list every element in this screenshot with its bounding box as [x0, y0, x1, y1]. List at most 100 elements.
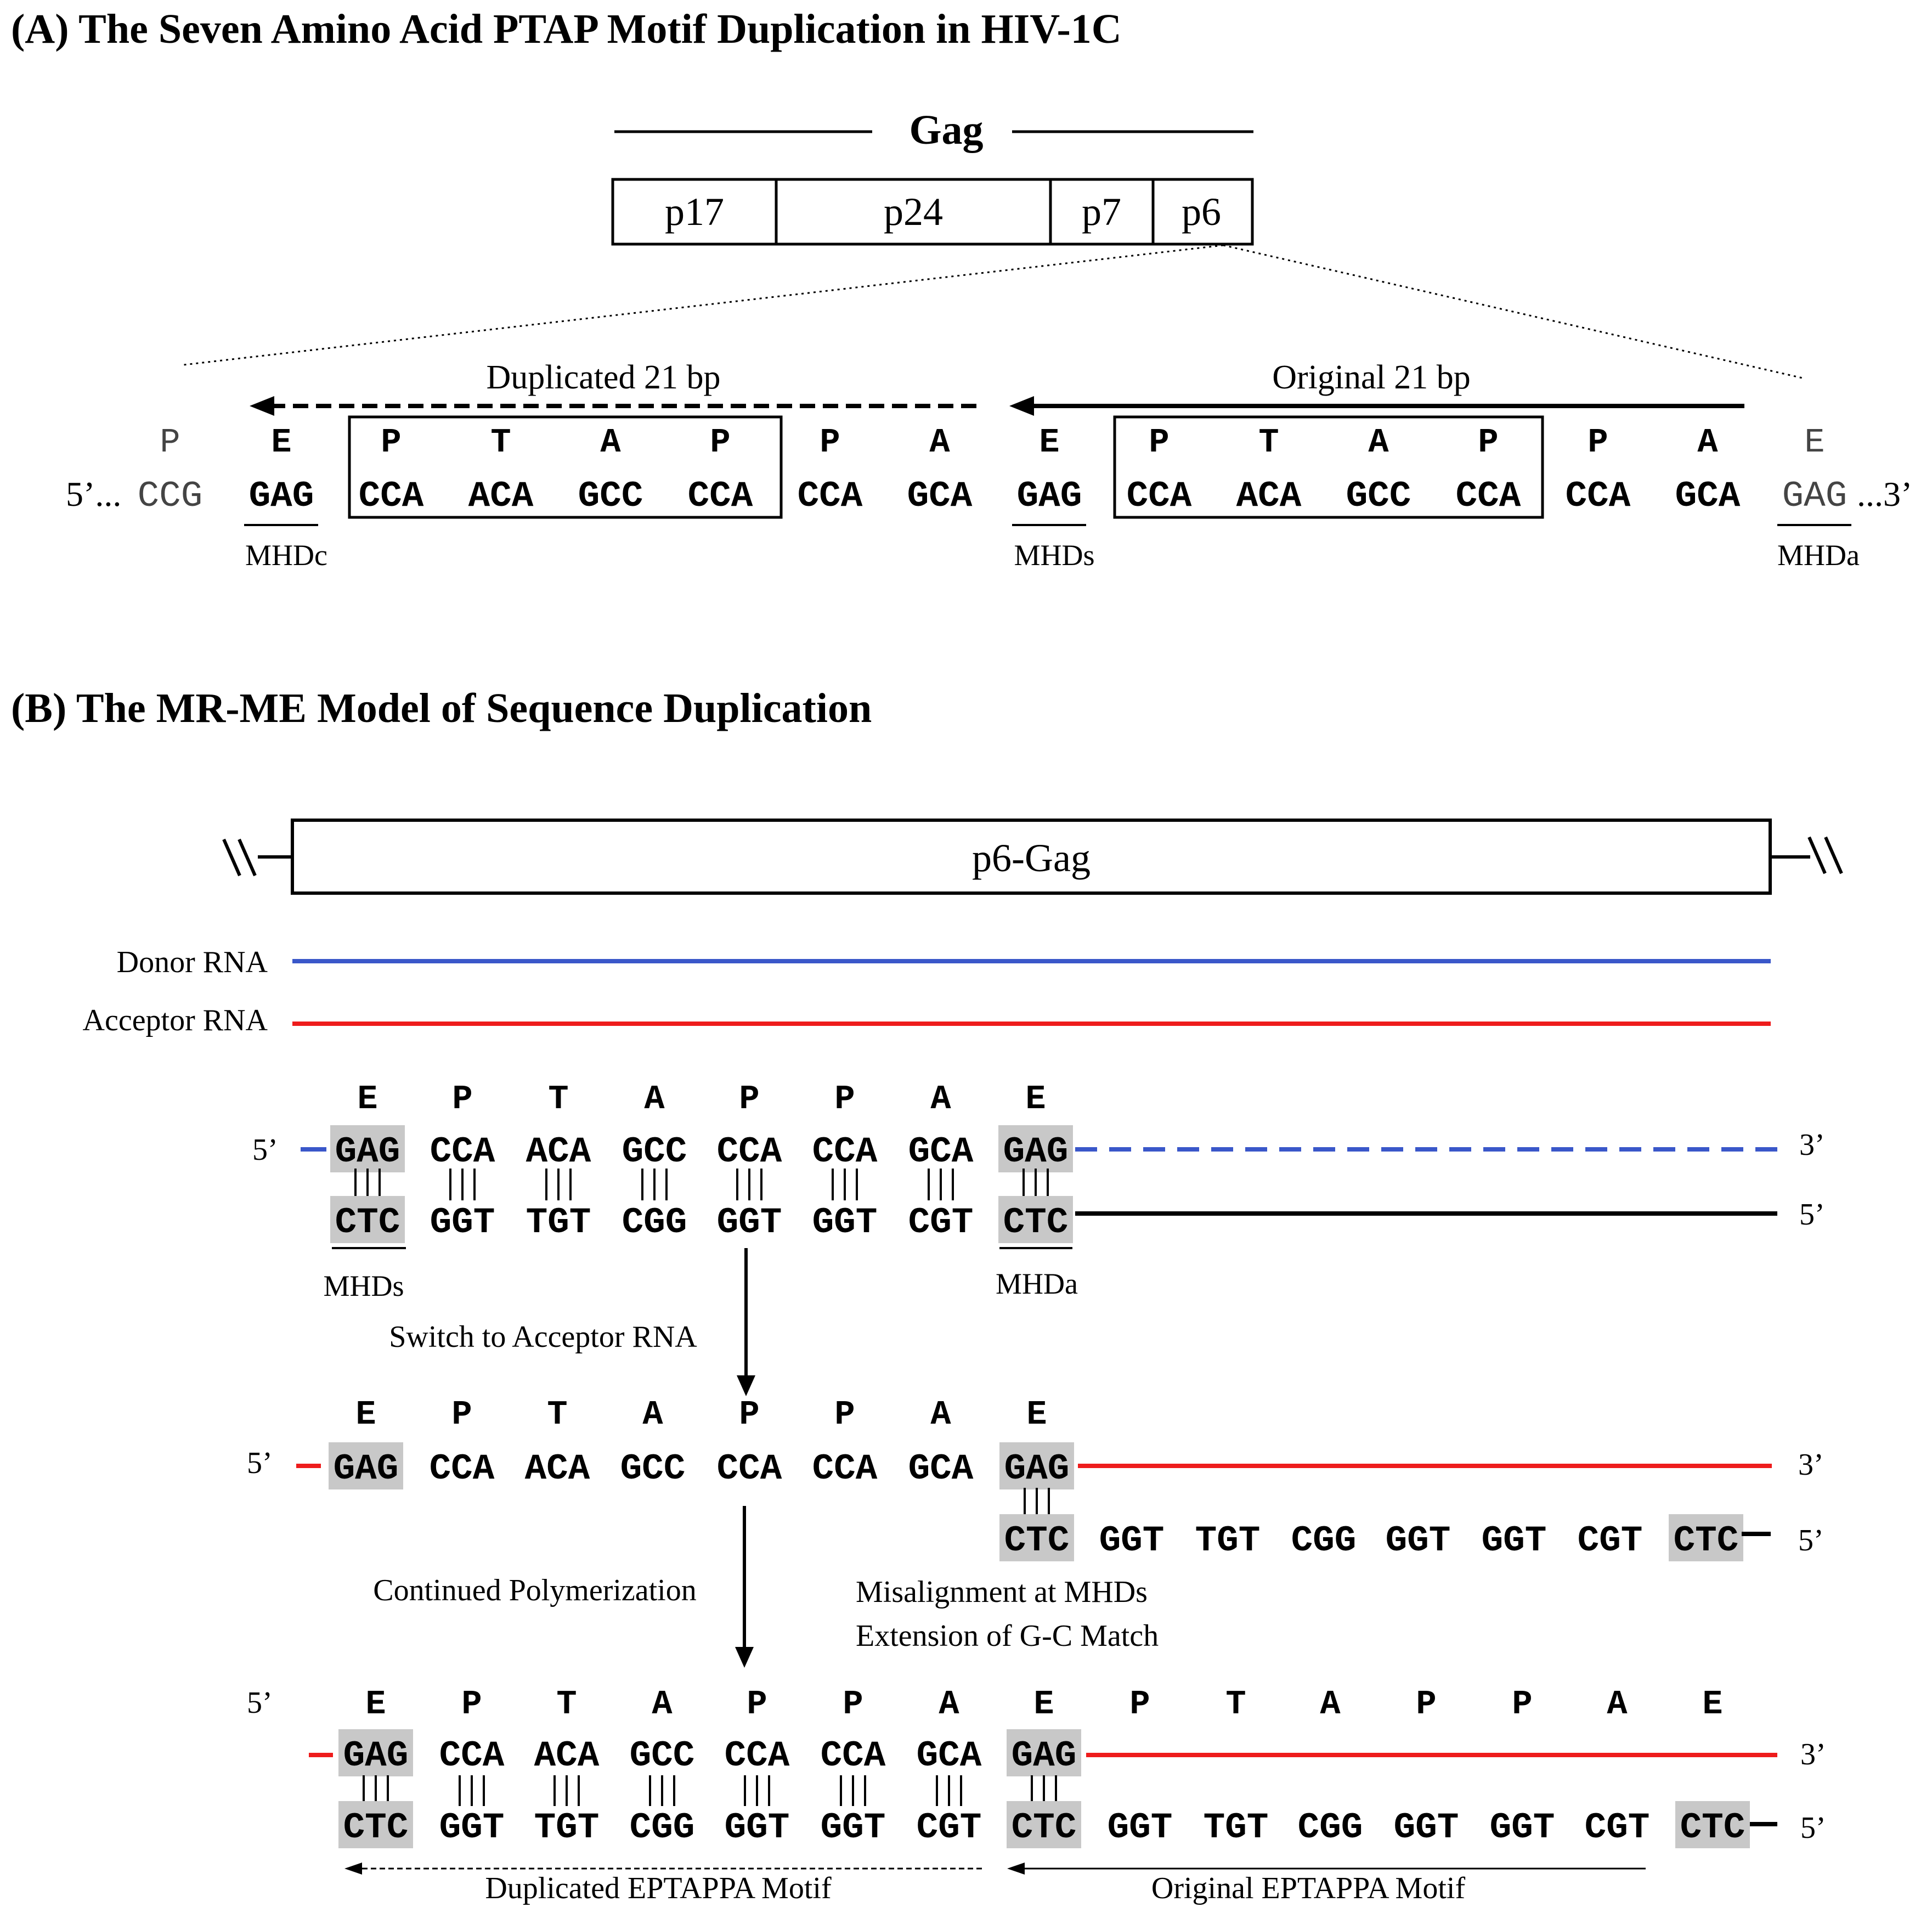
- continued-label: Continued Polymerization: [373, 1573, 696, 1607]
- duplicated-arrow-head: [250, 396, 274, 416]
- panel-a-codon: GCC: [578, 476, 643, 517]
- panel-a-codon: CCA: [1566, 476, 1631, 517]
- switch-arrow-head: [737, 1375, 755, 1396]
- aa-letter: P: [452, 1080, 472, 1119]
- panel-a-aa: P: [1588, 423, 1608, 462]
- cdna-dup-codon: GGT: [821, 1807, 886, 1848]
- panel-a-5prime: 5’...: [66, 475, 121, 513]
- cdna-codon: GGT: [812, 1202, 878, 1243]
- acceptor-highlight: [338, 1729, 413, 1776]
- orig-motif-arrow-head: [1007, 1863, 1025, 1875]
- aa-letter: A: [1320, 1685, 1341, 1724]
- break-mark-right: [1807, 836, 1843, 874]
- aa-letter: P: [834, 1080, 855, 1119]
- cdna-dup-highlight: [338, 1801, 413, 1848]
- acceptor-codon: CCA: [717, 1448, 782, 1489]
- panel-a-aa: P: [710, 423, 730, 462]
- cdna-codon: CGG: [622, 1202, 687, 1243]
- five-prime: 5’: [247, 1446, 273, 1480]
- panel-a-aa: P: [820, 423, 840, 462]
- aa-letter: A: [930, 1395, 951, 1434]
- panel-a-aa: P: [160, 423, 180, 462]
- five-prime: 5’: [1800, 1811, 1826, 1845]
- cdna-highlight: [1669, 1514, 1743, 1561]
- acceptor-codon: CCA: [430, 1448, 495, 1489]
- ptap-box-duplicated: [348, 415, 783, 519]
- panel-a-codon: CCG: [138, 476, 203, 517]
- aa-letter: P: [747, 1685, 767, 1724]
- cdna-highlight: [999, 1514, 1074, 1561]
- panel-a-codon: GAG: [1017, 476, 1082, 517]
- panel-a-aa: T: [1258, 423, 1279, 462]
- donor-codon: GAG: [1003, 1131, 1069, 1172]
- panel-a-aa: E: [271, 423, 291, 462]
- cdna-orig-highlight: [1675, 1801, 1750, 1848]
- zoom-line-left: [183, 244, 1224, 366]
- domain-p7: p7: [1082, 190, 1121, 234]
- dup-motif-arrow-head: [344, 1863, 362, 1875]
- acceptor-highlight: [329, 1442, 403, 1489]
- aa-letter: A: [930, 1080, 951, 1119]
- acceptor-highlight: [999, 1442, 1074, 1489]
- cdna-codon: TGT: [526, 1202, 591, 1243]
- cdna-orig-codon: GGT: [1108, 1807, 1173, 1848]
- aa-letter: E: [365, 1685, 386, 1724]
- acceptor-codon: CCA: [821, 1735, 886, 1776]
- extension-label: Extension of G-C Match: [856, 1619, 1159, 1653]
- cdna-dup-codon: GGT: [439, 1807, 505, 1848]
- panel-a-codon: GAG: [249, 476, 314, 517]
- panel-a-3prime: ...3’: [1857, 475, 1912, 513]
- aa-letter: T: [548, 1080, 568, 1119]
- acceptor-codon: GAG: [334, 1448, 399, 1489]
- panel-a-codon: CCA: [798, 476, 863, 517]
- donor-codon: GAG: [335, 1131, 400, 1172]
- acceptor-codon: GAG: [1004, 1448, 1070, 1489]
- cdna-dup-highlight: [1007, 1801, 1081, 1848]
- domain-p24: p24: [884, 190, 943, 234]
- mhda-label: MHDa: [1777, 539, 1860, 572]
- cdna-codon: CGG: [1291, 1520, 1357, 1561]
- cdna-orig-codon: GGT: [1490, 1807, 1555, 1848]
- donor-codon: CCA: [812, 1131, 878, 1172]
- panel-a-codon: GCA: [1675, 476, 1741, 517]
- panel-a-codon: CCA: [688, 476, 753, 517]
- panel-b-title: (B) The MR-ME Model of Sequence Duplicat…: [11, 685, 872, 731]
- panel-a-codon: GCC: [1346, 476, 1411, 517]
- cdna-codon: CGT: [908, 1202, 974, 1243]
- mhds-label: MHDs: [1014, 539, 1094, 572]
- panel-a-aa: A: [929, 423, 950, 462]
- aa-letter: E: [1026, 1395, 1047, 1434]
- cdna-dup-codon: CTC: [1012, 1807, 1077, 1848]
- cdna-orig-codon: TGT: [1204, 1807, 1269, 1848]
- panel-a-title: (A) The Seven Amino Acid PTAP Motif Dupl…: [11, 6, 1122, 52]
- five-prime: 5’: [252, 1133, 278, 1167]
- acceptor-codon: GAG: [1012, 1735, 1077, 1776]
- panel-a-codon: ACA: [468, 476, 534, 517]
- acceptor-rna-label: Acceptor RNA: [83, 1003, 268, 1037]
- aa-letter: T: [556, 1685, 577, 1724]
- aa-letter: P: [843, 1685, 863, 1724]
- aa-letter: E: [1702, 1685, 1722, 1724]
- aa-letter: P: [1416, 1685, 1436, 1724]
- gag-label: Gag: [909, 107, 983, 153]
- donor-codon: GCA: [908, 1131, 974, 1172]
- cdna-dup-codon: GGT: [725, 1807, 790, 1848]
- panel-a-aa: A: [1697, 423, 1718, 462]
- panel-a-codon: ACA: [1236, 476, 1302, 517]
- panel-a-aa: E: [1039, 423, 1059, 462]
- panel-a-aa: P: [1478, 423, 1498, 462]
- cdna-highlight: [330, 1196, 405, 1243]
- aa-letter: P: [461, 1685, 482, 1724]
- panel-a-aa: P: [1149, 423, 1169, 462]
- cdna-dup-codon: CGG: [630, 1807, 695, 1848]
- cdna-codon: GGT: [430, 1202, 495, 1243]
- domain-p6: p6: [1182, 190, 1221, 234]
- original-arrow-head: [1009, 396, 1034, 416]
- aa-letter: P: [834, 1395, 855, 1434]
- acceptor-codon: CCA: [812, 1448, 878, 1489]
- three-prime: 3’: [1799, 1128, 1825, 1162]
- aa-letter: A: [644, 1080, 665, 1119]
- acceptor-codon: ACA: [534, 1735, 600, 1776]
